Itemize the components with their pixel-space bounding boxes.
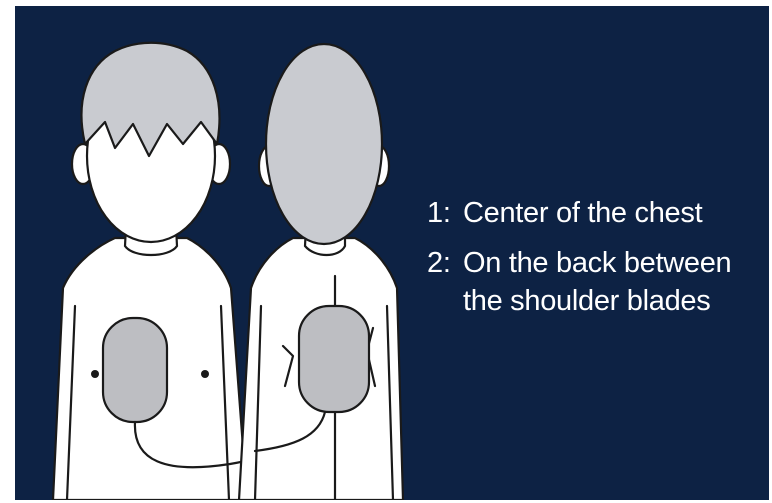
instruction-2-text: On the back between the shoulder blades	[463, 244, 763, 320]
instruction-1-text: Center of the chest	[463, 194, 763, 232]
aed-pad-placement-panel: 1: Center of the chest 2: On the back be…	[15, 6, 769, 500]
back-head-hair	[266, 44, 382, 244]
instruction-2: 2: On the back between the shoulder blad…	[427, 244, 767, 320]
front-nipple-left	[91, 370, 99, 378]
placement-instructions: 1: Center of the chest 2: On the back be…	[427, 194, 767, 320]
back-figure	[239, 44, 403, 500]
front-chest-pad	[103, 318, 167, 422]
instruction-1-number: 1:	[427, 194, 463, 232]
instruction-1: 1: Center of the chest	[427, 194, 767, 232]
back-pad	[299, 306, 369, 412]
front-nipple-right	[201, 370, 209, 378]
instruction-2-number: 2:	[427, 244, 463, 320]
